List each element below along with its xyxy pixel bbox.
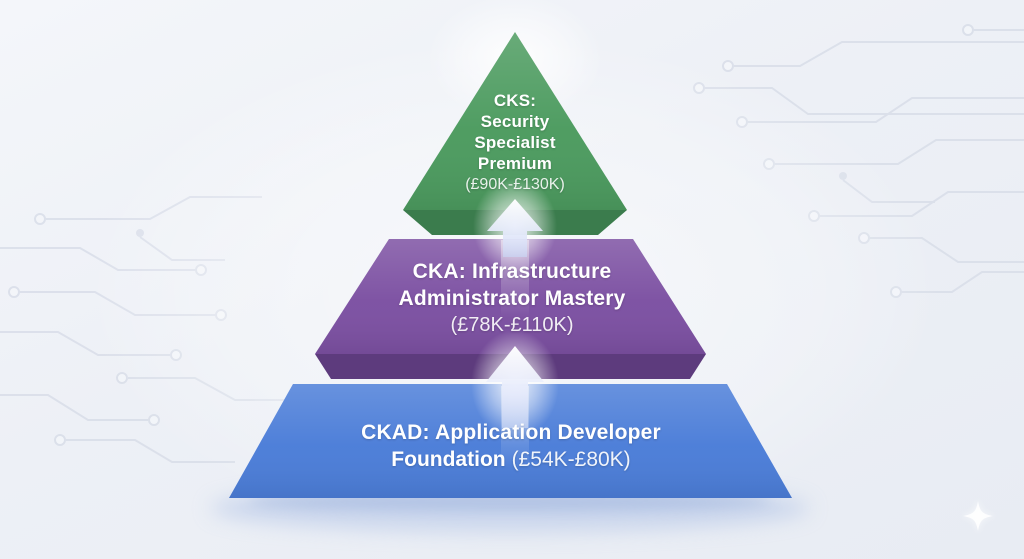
up-arrow-upper-icon bbox=[487, 199, 543, 257]
up-arrow-lower-icon bbox=[486, 346, 544, 428]
sparkle-icon bbox=[961, 499, 995, 533]
tier-cks-sheen bbox=[403, 32, 627, 210]
